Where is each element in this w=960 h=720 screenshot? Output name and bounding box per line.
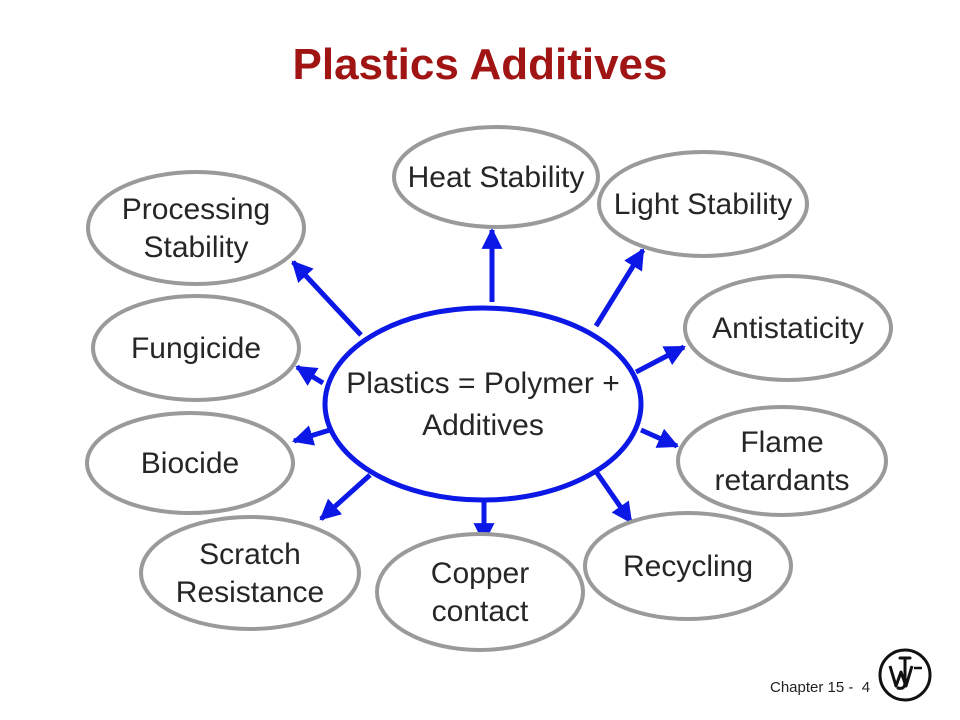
antistaticity-label-line-1: Antistaticity	[712, 312, 864, 345]
center-ellipse	[322, 305, 644, 503]
recycling-ellipse	[583, 511, 793, 621]
slide-title: Plastics Additives	[292, 40, 668, 89]
flame-retardants-ellipse	[676, 405, 888, 517]
processing-stability-label-line-2: Stability	[143, 231, 248, 264]
light-stability-arrow	[593, 248, 646, 328]
fungicide-arrow	[295, 364, 325, 386]
fungicide-node: Fungicide	[91, 294, 301, 402]
flame-retardants-label-line-1: Flame	[740, 426, 823, 459]
fungicide-ellipse	[91, 294, 301, 402]
light-stability-node: Light Stability	[597, 150, 809, 258]
antistaticity-ellipse	[683, 274, 893, 382]
chapter-page-label: Chapter 15 - 4	[770, 679, 871, 696]
copper-contact-node: Copper contact	[375, 532, 585, 652]
recycling-node: Recycling	[583, 511, 793, 621]
flame-retardants-node: Flame retardants	[676, 405, 888, 517]
heat-stability-node: Heat Stability	[392, 125, 600, 229]
heat-stability-label-line-1: Heat Stability	[408, 161, 585, 194]
copper-contact-ellipse	[375, 532, 585, 652]
biocide-ellipse	[85, 411, 295, 515]
antistaticity-arrow	[634, 344, 686, 375]
center-layer: Plastics = Polymer + Additives	[322, 305, 644, 503]
biocide-label-line-1: Biocide	[141, 447, 239, 480]
scratch-resistance-label-line-2: Resistance	[176, 576, 324, 609]
center-node: Plastics = Polymer + Additives	[322, 305, 644, 503]
center-label-line-1: Plastics = Polymer +	[346, 367, 619, 400]
scratch-resistance-arrow	[319, 473, 372, 521]
antistaticity-node: Antistaticity	[683, 274, 893, 382]
publisher-logo-icon	[878, 648, 932, 702]
flame-retardants-label-line-2: retardants	[714, 464, 849, 497]
processing-stability-ellipse	[86, 170, 306, 286]
light-stability-label-line-1: Light Stability	[614, 188, 792, 221]
recycling-label-line-1: Recycling	[623, 550, 753, 583]
copper-contact-label-line-2: contact	[432, 595, 529, 628]
center-label-line-2: Additives	[422, 409, 544, 442]
processing-stability-label-line-1: Processing	[122, 193, 270, 226]
biocide-arrow	[291, 425, 331, 446]
copper-contact-label-line-1: Copper	[431, 557, 529, 590]
arrows-layer	[291, 227, 686, 545]
heat-stability-ellipse	[392, 125, 600, 229]
flame-retardants-arrow	[639, 427, 679, 449]
biocide-node: Biocide	[85, 411, 295, 515]
scratch-resistance-ellipse	[139, 515, 361, 631]
recycling-arrow	[594, 471, 634, 524]
fungicide-label-line-1: Fungicide	[131, 332, 261, 365]
light-stability-ellipse	[597, 150, 809, 258]
scratch-resistance-label-line-1: Scratch	[199, 538, 301, 571]
processing-stability-arrow	[291, 260, 363, 337]
